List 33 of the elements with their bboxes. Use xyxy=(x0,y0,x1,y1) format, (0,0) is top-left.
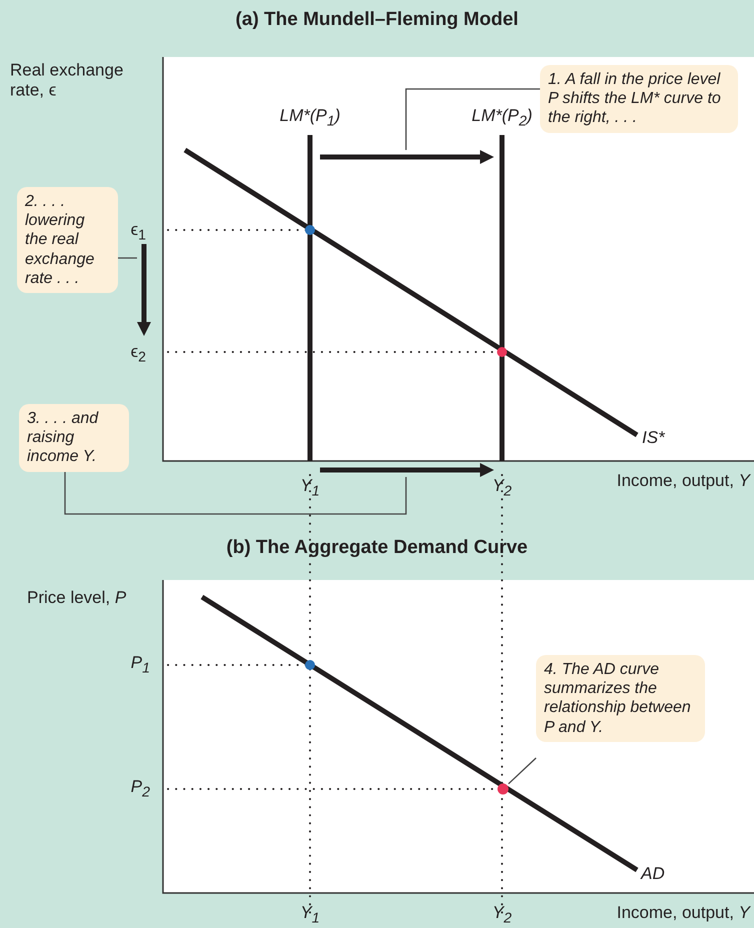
shift-arrow xyxy=(320,150,494,164)
leader-line xyxy=(508,758,536,784)
tick-label: P$_{1}$ xyxy=(130,653,150,677)
curve-label: IS* xyxy=(642,428,665,448)
axis-title: Price level, P xyxy=(27,588,126,608)
equilibrium-point xyxy=(498,784,508,794)
axis-title: Real exchange rate, ϵ xyxy=(10,60,124,100)
tick-label: Y$_{2}$ xyxy=(492,476,512,500)
tick-label: ϵ$_{1}$ xyxy=(130,220,146,244)
panel-title: (a) The Mundell–Fleming Model xyxy=(236,9,518,31)
leader-line xyxy=(118,257,137,259)
callout-box: 1. A fall in the price level P shifts the LM* curve to the right, . . . xyxy=(540,65,738,133)
leader-line xyxy=(405,88,540,150)
shift-arrow xyxy=(320,463,494,477)
equilibrium-point xyxy=(305,225,315,235)
callout-box: 4. The AD curve summarizes the relationship between P and Y. xyxy=(536,655,705,742)
axis-title: Income, output, Y xyxy=(616,903,750,923)
curve-label: LM*(P$_{1}$) xyxy=(280,106,340,130)
shift-arrow xyxy=(137,244,151,336)
tick-label: Y$_{1}$ xyxy=(300,476,320,500)
leader-line xyxy=(64,472,407,515)
callout-box: 2. . . . lowering the real exchange rate . . . xyxy=(17,187,118,293)
equilibrium-point xyxy=(305,660,315,670)
curve-label: AD xyxy=(641,864,665,884)
tick-label: Y$_{2}$ xyxy=(492,903,512,927)
callout-box: 3. . . . and raising income Y. xyxy=(19,404,129,472)
curve-label: LM*(P$_{2}$) xyxy=(472,106,532,130)
equilibrium-point xyxy=(497,347,507,357)
tick-label: Y$_{1}$ xyxy=(300,903,320,927)
axis-title: Income, output, Y xyxy=(616,471,750,491)
tick-label: P$_{2}$ xyxy=(130,777,150,801)
tick-label: ϵ$_{2}$ xyxy=(130,342,146,366)
panel-title: (b) The Aggregate Demand Curve xyxy=(226,537,528,559)
